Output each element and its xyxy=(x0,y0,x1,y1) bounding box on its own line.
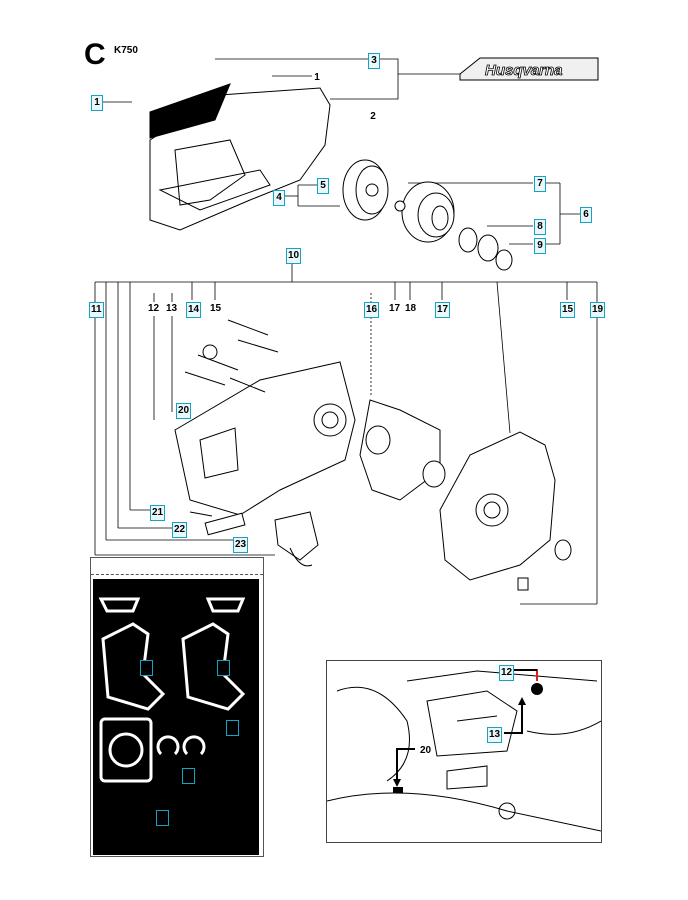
detail-inset: 12 13 20 xyxy=(326,660,602,843)
callout-23: 23 xyxy=(233,537,249,553)
callout-4: 4 xyxy=(273,190,285,206)
callout-15b: 15 xyxy=(560,302,576,318)
callout-22: 22 xyxy=(172,522,188,538)
crankcase-right xyxy=(439,431,572,591)
gasket-kit-panel xyxy=(93,579,259,855)
callout-7: 7 xyxy=(534,176,546,192)
callout-12: 12 xyxy=(147,302,161,316)
kit-marker-5 xyxy=(156,810,169,826)
callout-11: 11 xyxy=(89,302,104,318)
crankcase-left xyxy=(174,361,356,516)
callout-1a: 1 xyxy=(312,71,322,85)
callout-20: 20 xyxy=(176,403,192,419)
callout-6: 6 xyxy=(580,207,592,223)
clutch-assembly xyxy=(342,159,389,221)
kit-marker-2 xyxy=(217,660,230,676)
inset-callout-13: 13 xyxy=(487,727,503,743)
kit-marker-4 xyxy=(182,768,195,784)
callout-17b: 17 xyxy=(435,302,451,318)
callout-5: 5 xyxy=(317,178,329,194)
callout-10: 10 xyxy=(286,248,302,264)
callout-18: 18 xyxy=(404,302,418,316)
bearing-16 xyxy=(365,425,391,455)
gasket-kit-drawing xyxy=(98,597,246,783)
kit-marker-3 xyxy=(226,720,239,736)
callout-14: 14 xyxy=(186,302,202,318)
callout-15a: 15 xyxy=(209,302,223,316)
callout-16: 16 xyxy=(364,302,380,318)
bolts xyxy=(184,319,279,393)
section-letter: C xyxy=(84,38,106,71)
inset-drawing xyxy=(327,669,601,832)
brand-logo: Husqvarna xyxy=(485,62,563,80)
logo-banner xyxy=(459,57,599,81)
gasket xyxy=(359,399,441,501)
callout-3: 3 xyxy=(368,53,380,69)
seal-14 xyxy=(202,344,218,360)
callout-17a: 17 xyxy=(388,302,402,316)
bearing-set xyxy=(458,227,513,271)
bearing-17 xyxy=(422,460,446,488)
clutch-drum xyxy=(394,181,455,243)
small-parts xyxy=(189,511,319,567)
callout-21: 21 xyxy=(150,505,166,521)
model-label: K750 xyxy=(114,45,138,56)
inset-callout-20: 20 xyxy=(419,744,433,758)
callout-13: 13 xyxy=(165,302,179,316)
callout-8: 8 xyxy=(534,219,546,235)
callout-1b: 1 xyxy=(91,95,103,111)
kit-marker-1 xyxy=(140,660,153,676)
callout-9: 9 xyxy=(534,238,546,254)
callout-19: 19 xyxy=(590,302,606,318)
callout-2: 2 xyxy=(368,110,378,124)
clutch-cover xyxy=(149,83,331,231)
inset-callout-12: 12 xyxy=(499,665,515,681)
